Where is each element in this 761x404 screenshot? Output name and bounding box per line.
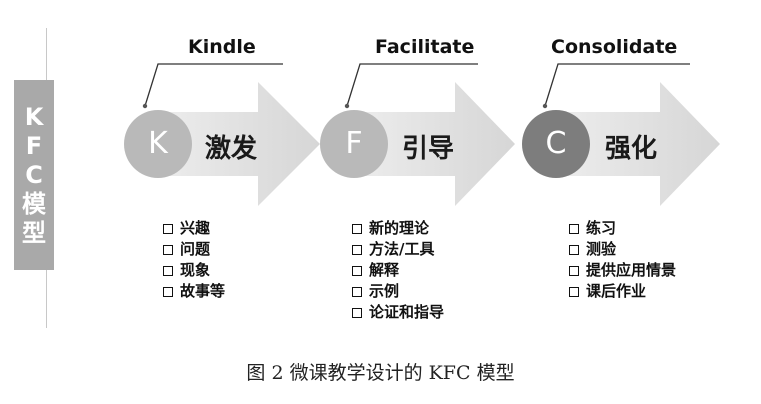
list-item: 问题 [163, 239, 225, 260]
list-item: 兴趣 [163, 218, 225, 239]
list-item: 测验 [569, 239, 676, 260]
stage-k-item-list: 兴趣 问题 现象 故事等 [163, 218, 225, 302]
list-item: 练习 [569, 218, 676, 239]
model-side-label: K F C 模 型 [14, 80, 54, 270]
stage-f-circle [320, 110, 388, 178]
list-item: 方法/工具 [352, 239, 444, 260]
figure-caption: 图 2 微课教学设计的 KFC 模型 [246, 362, 515, 384]
side-char: C [25, 160, 43, 189]
checkbox-icon [569, 286, 579, 297]
stage-k-circle [124, 110, 192, 178]
stage-f-english-name: Facilitate [375, 36, 475, 58]
list-item: 课后作业 [569, 281, 676, 302]
stage-f-letter: F [345, 126, 363, 161]
divider-line-top [46, 28, 47, 80]
list-item: 论证和指导 [352, 302, 444, 323]
stage-c-english-name: Consolidate [551, 36, 678, 58]
stage-c-chinese-name: 强化 [605, 134, 658, 164]
stage-c-circle [522, 110, 590, 178]
list-item: 新的理论 [352, 218, 444, 239]
checkbox-icon [352, 307, 362, 318]
stage-c-arrow [555, 82, 720, 206]
checkbox-icon [163, 244, 173, 255]
checkbox-icon [163, 223, 173, 234]
checkbox-icon [352, 223, 362, 234]
stage-k-chinese-name: 激发 [205, 134, 258, 164]
side-char: F [25, 131, 43, 160]
side-char: 型 [22, 218, 46, 247]
divider-line-bottom [46, 270, 47, 328]
stage-k-letter: K [148, 126, 168, 161]
checkbox-icon [569, 223, 579, 234]
checkbox-icon [569, 244, 579, 255]
stage-f-arrow [352, 82, 515, 206]
checkbox-icon [352, 244, 362, 255]
stage-k-arrow [155, 82, 320, 206]
stage-f-item-list: 新的理论 方法/工具 解释 示例 论证和指导 [352, 218, 444, 323]
checkbox-icon [569, 265, 579, 276]
stage-k-callout [142, 63, 283, 109]
list-item: 示例 [352, 281, 444, 302]
side-char: K [24, 102, 44, 131]
stage-f-chinese-name: 引导 [402, 134, 455, 164]
checkbox-icon [352, 286, 362, 297]
side-char: 模 [22, 189, 46, 218]
stage-c-letter: C [545, 126, 567, 161]
list-item: 故事等 [163, 281, 225, 302]
checkbox-icon [352, 265, 362, 276]
checkbox-icon [163, 265, 173, 276]
list-item: 提供应用情景 [569, 260, 676, 281]
stage-k-english-name: Kindle [188, 36, 256, 58]
stage-c-item-list: 练习 测验 提供应用情景 课后作业 [569, 218, 676, 302]
stage-c-callout [542, 63, 690, 109]
list-item: 解释 [352, 260, 444, 281]
checkbox-icon [163, 286, 173, 297]
stage-f-callout [344, 63, 478, 109]
list-item: 现象 [163, 260, 225, 281]
